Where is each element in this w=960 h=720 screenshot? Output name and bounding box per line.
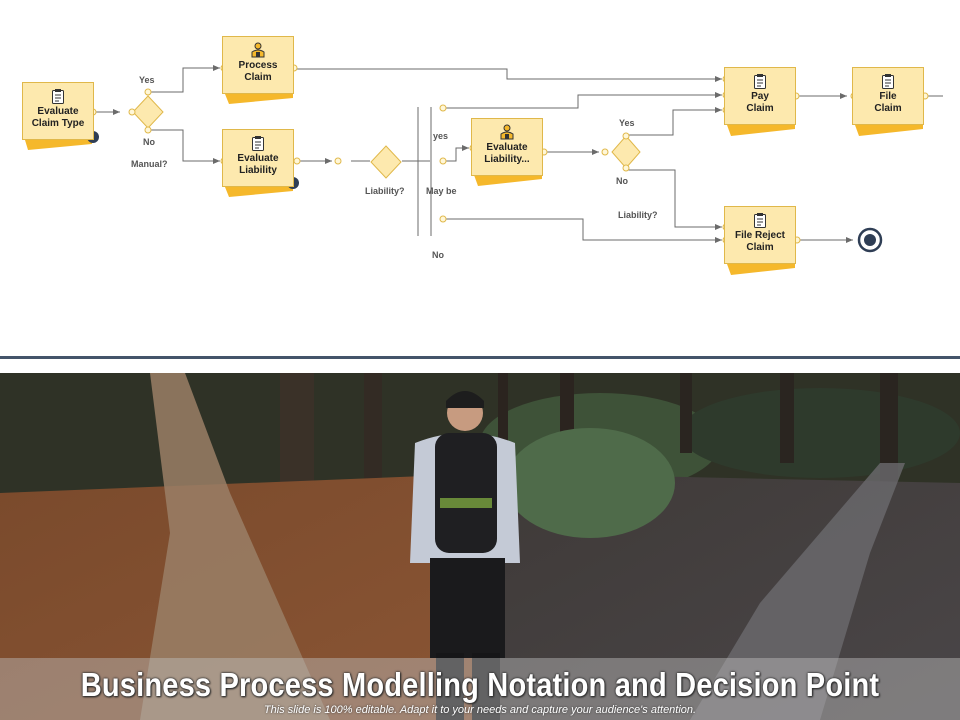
- task-shadow: [25, 140, 92, 150]
- clipboard-icon: [252, 136, 264, 151]
- task-label: Process Claim: [238, 60, 278, 83]
- flow-label-may-be: May be: [426, 186, 457, 196]
- connector: [445, 92, 722, 109]
- task-file-claim[interactable]: File Claim: [852, 67, 924, 125]
- gateways: [132, 95, 641, 179]
- task-shadow: [727, 264, 795, 275]
- hiker: [410, 391, 520, 720]
- flow-label-yes: yes: [433, 131, 449, 141]
- person-icon: [500, 124, 514, 140]
- flow-label-yes: Yes: [139, 75, 155, 85]
- clipboard-icon: [754, 213, 766, 228]
- connector: [627, 107, 722, 136]
- clipboard-icon: [52, 89, 64, 104]
- flow-label-no: No: [143, 137, 155, 147]
- flow-label-liability: Liability?: [618, 210, 658, 220]
- bpmn-diagram: Evaluate Claim Type Process Claim Evalua…: [0, 0, 960, 356]
- end-event: [857, 227, 883, 253]
- task-evaluate-liability[interactable]: Evaluate Liability: [222, 129, 294, 187]
- flow-label-no: No: [616, 176, 628, 186]
- connectors: [94, 65, 943, 243]
- task-label: Evaluate Liability: [237, 153, 279, 176]
- task-pay-claim[interactable]: Pay Claim: [724, 67, 796, 125]
- task-shadow: [225, 187, 293, 197]
- task-label: Evaluate Liability...: [484, 142, 530, 165]
- title-band: [0, 658, 960, 720]
- flow-label-yes: Yes: [619, 118, 635, 128]
- decision-gateway: [611, 135, 641, 169]
- decision-gateway: [370, 145, 402, 179]
- task-evaluate-claim-type[interactable]: Evaluate Claim Type: [22, 82, 94, 140]
- connector: [295, 68, 722, 82]
- clipboard-icon: [882, 74, 894, 89]
- slide-subtitle: This slide is 100% editable. Adapt it to…: [263, 704, 697, 716]
- task-label: Pay Claim: [746, 91, 774, 114]
- task-shadow: [225, 94, 293, 104]
- flow-label-no: No: [432, 250, 444, 260]
- connector: [148, 65, 220, 93]
- task-process-claim[interactable]: Process Claim: [222, 36, 294, 94]
- connector: [445, 218, 722, 243]
- task-shadow: [474, 175, 542, 186]
- forest-path-photo: [0, 373, 960, 720]
- clipboard-icon: [754, 74, 766, 89]
- task-shadows: [25, 94, 923, 275]
- decision-gateway: [132, 95, 164, 129]
- task-file-reject-claim[interactable]: File Reject Claim: [724, 206, 796, 264]
- flow-label-liability: Liability?: [365, 186, 405, 196]
- connector: [444, 145, 469, 162]
- task-label: File Reject Claim: [734, 230, 786, 253]
- diagram-canvas: [25, 64, 943, 275]
- task-shadow: [855, 125, 923, 136]
- connector: [627, 169, 722, 230]
- flow-label-manual: Manual?: [131, 159, 168, 169]
- divider: [0, 356, 960, 359]
- slide-title: Business Process Modelling Notation and …: [80, 666, 880, 703]
- connector: [148, 129, 220, 164]
- task-evaluate-liability-2[interactable]: Evaluate Liability...: [471, 118, 543, 176]
- task-shadow: [727, 125, 795, 136]
- task-label: Evaluate Claim Type: [31, 106, 85, 129]
- person-icon: [251, 42, 265, 58]
- task-label: File Claim: [874, 91, 902, 114]
